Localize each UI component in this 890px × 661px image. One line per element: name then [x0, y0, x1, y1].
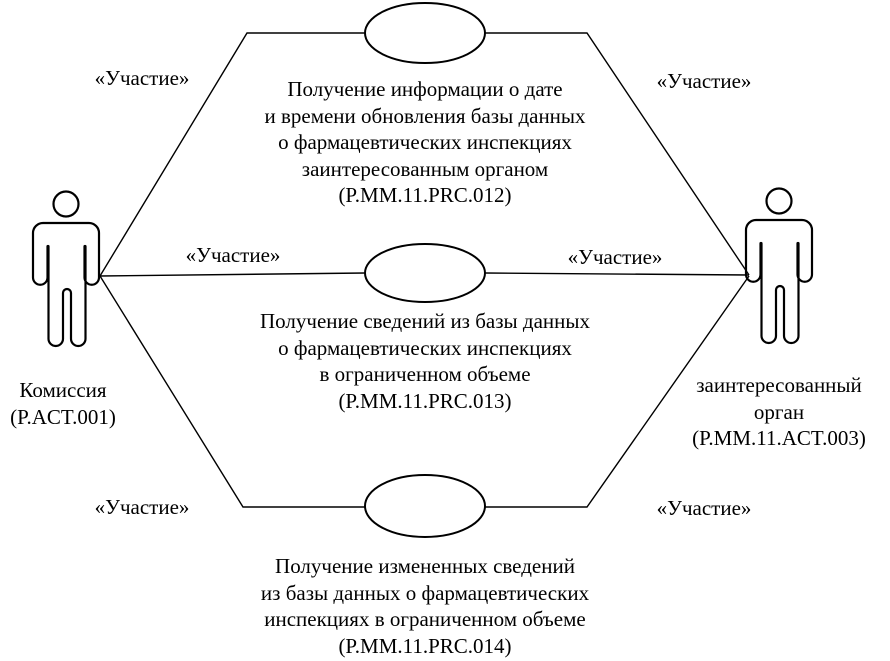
- actor-label-line: Комиссия: [19, 378, 107, 402]
- actor-head: [52, 190, 80, 218]
- actor-body: [744, 218, 814, 345]
- participation-label-middle-left: «Участие»: [185, 242, 281, 267]
- participation-label-top-right: «Участие»: [656, 68, 752, 93]
- actor-organ-label: заинтересованный орган (P.MM.11.ACT.003): [692, 372, 866, 452]
- actor-label-line: орган: [753, 399, 805, 424]
- connector-bottom-right: [485, 275, 750, 508]
- connector-middle-right: [484, 272, 750, 276]
- use-case-ellipse-014: [364, 474, 486, 538]
- use-case-label-line: Получение измененных сведений: [275, 554, 575, 578]
- use-case-label-012: Получение информации о дате и времени об…: [264, 76, 585, 209]
- actor-label-line: заинтересованный: [696, 373, 862, 397]
- connector-top-right: [485, 32, 750, 276]
- actor-body: [31, 221, 101, 348]
- use-case-label-line: (P.MM.11.PRC.014): [338, 633, 512, 658]
- use-case-label-line: в ограниченном объеме: [319, 362, 531, 386]
- actor-komissiya-label: Комиссия (P.ACT.001): [10, 377, 116, 430]
- use-case-ellipse-012: [364, 2, 486, 64]
- participation-label-top-left: «Участие»: [94, 65, 190, 90]
- use-case-label-line: о фармацевтических инспекциях: [278, 335, 572, 360]
- use-case-label-line: Получение сведений из базы данных: [260, 309, 590, 333]
- use-case-label-line: инспекциях в ограниченном объеме: [264, 607, 586, 631]
- use-case-label-line: о фармацевтических инспекциях: [278, 130, 572, 154]
- connector-middle-left: [99, 272, 366, 277]
- use-case-label-line: из базы данных о фармацевтических: [260, 580, 590, 605]
- use-case-label-line: и времени обновления базы данных: [264, 103, 586, 128]
- participation-label-bottom-right: «Участие»: [656, 495, 752, 520]
- connector-bottom-left: [99, 275, 365, 508]
- use-case-label-013: Получение сведений из базы данных о фарм…: [260, 308, 590, 414]
- use-case-label-line: (P.MM.11.PRC.013): [338, 388, 512, 413]
- actor-komissiya-figure: [31, 190, 101, 348]
- participation-label-middle-right: «Участие»: [567, 244, 663, 269]
- actor-organ-figure: [744, 187, 814, 345]
- participation-label-bottom-left: «Участие»: [94, 494, 190, 519]
- actor-head: [765, 187, 793, 215]
- use-case-ellipse-013: [364, 243, 486, 303]
- use-case-label-line: Получение информации о дате: [287, 77, 563, 101]
- use-case-label-line: (P.MM.11.PRC.012): [338, 183, 512, 207]
- connector-top-left: [99, 32, 365, 277]
- actor-label-line: (P.MM.11.ACT.003): [692, 426, 866, 450]
- use-case-label-line: заинтересованным органом: [301, 156, 549, 181]
- use-case-label-014: Получение измененных сведений из базы да…: [261, 553, 589, 659]
- actor-label-line: (P.ACT.001): [10, 404, 116, 429]
